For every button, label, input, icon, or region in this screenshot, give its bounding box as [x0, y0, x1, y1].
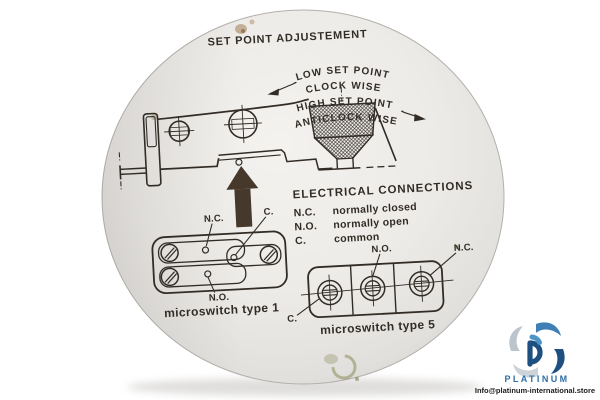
contact-lever	[159, 262, 247, 288]
dashed-baseline	[366, 165, 398, 169]
platinum-logo-icon	[509, 322, 565, 378]
bracket-outline	[142, 112, 162, 187]
legend-desc: normally closed	[332, 201, 417, 217]
stain-spot	[241, 29, 245, 33]
stain-ring	[331, 354, 357, 380]
legend-abbr: N.C.	[293, 206, 316, 219]
stain-spot	[235, 24, 247, 34]
terminal-screw-icon	[160, 243, 179, 263]
legend-abbr: N.O.	[294, 220, 317, 233]
leader-line	[429, 252, 457, 276]
body-right-slope	[374, 107, 397, 162]
terminal-hole	[201, 246, 210, 254]
stain-spot	[249, 19, 255, 25]
terminal-screw-icon	[160, 267, 180, 287]
microswitch-type5-caption: microswitch type 5	[320, 317, 436, 337]
switch-body	[151, 230, 288, 295]
terminal-hole	[230, 253, 238, 262]
pivot-arm-line	[120, 167, 147, 171]
leader-line	[235, 216, 267, 255]
legend-desc: common	[334, 231, 380, 245]
microswitch-type1-diagram: N.C. C. N.O. microswitch type 1	[151, 206, 288, 320]
bracket-inner	[145, 116, 157, 148]
leader-line	[372, 253, 381, 276]
disc-shadow	[127, 378, 483, 396]
microswitch-type5-diagram: N.O. N.C. C. microswitch type 5	[287, 242, 474, 337]
terminal-label-nc: N.C.	[454, 242, 474, 254]
mounting-hole-icon	[223, 104, 262, 143]
terminal-label-c: C.	[287, 313, 297, 325]
switch-body	[307, 260, 445, 319]
terminal-label-c: C.	[263, 206, 273, 218]
brand-wordmark: PLATINUM	[504, 374, 569, 384]
leader-line	[207, 276, 216, 293]
centerline	[300, 279, 454, 296]
body-divider	[392, 263, 397, 314]
pivot-arm-line	[120, 172, 147, 176]
mechanical-side-view	[118, 86, 398, 228]
body-bottom-profile	[218, 149, 333, 170]
centerline	[118, 152, 121, 163]
centerline	[340, 86, 343, 102]
anticlockwise-arrow-icon	[414, 113, 426, 122]
legend-desc: normally open	[333, 215, 409, 231]
contact-email: Info@platinum-international.store	[475, 386, 595, 395]
stain-spot	[455, 245, 459, 249]
stain-spot	[355, 377, 359, 381]
centerline	[120, 181, 122, 192]
terminal-screw-icon	[359, 270, 386, 307]
stains	[151, 19, 459, 381]
lever-line	[218, 154, 281, 161]
stain-smudge	[324, 354, 338, 364]
terminal-screw-icon	[317, 274, 343, 311]
logo-p-highlight	[529, 334, 542, 345]
legend-row: N.C. normally closed	[293, 201, 417, 219]
microswitch-type1-caption: microswitch type 1	[164, 300, 280, 320]
store-watermark: PLATINUM Info@platinum-international.sto…	[475, 322, 595, 395]
lever-pivot-hole	[235, 158, 243, 166]
terminal-screw-icon	[259, 245, 279, 264]
actuator-arrow-icon	[226, 166, 259, 228]
terminal-label-nc: N.C.	[204, 213, 224, 225]
contact-lever	[226, 243, 282, 268]
mounting-hole-icon	[164, 116, 195, 147]
clockwise-arrow-icon	[267, 88, 280, 96]
instruction-plate: SET POINT ADJUSTEMENT LOW SET POINT CLOC…	[101, 9, 505, 385]
terminal-label-no: N.O.	[209, 292, 230, 304]
contact-lever	[157, 238, 246, 264]
terminal-screw-icon	[408, 265, 435, 302]
legend-row: N.O. normally open	[294, 215, 409, 233]
pivot-endcap	[119, 165, 122, 180]
leader-line	[296, 297, 321, 316]
legend-abbr: C.	[295, 235, 307, 248]
logo-p-curl	[527, 340, 543, 367]
terminal-label-no: N.O.	[371, 243, 392, 255]
legend-row: C. common	[295, 231, 380, 247]
leader-line	[205, 223, 213, 247]
body-top-profile	[157, 98, 309, 121]
adjustment-screw-icon	[308, 86, 398, 171]
body-bottom-profile	[160, 158, 220, 171]
